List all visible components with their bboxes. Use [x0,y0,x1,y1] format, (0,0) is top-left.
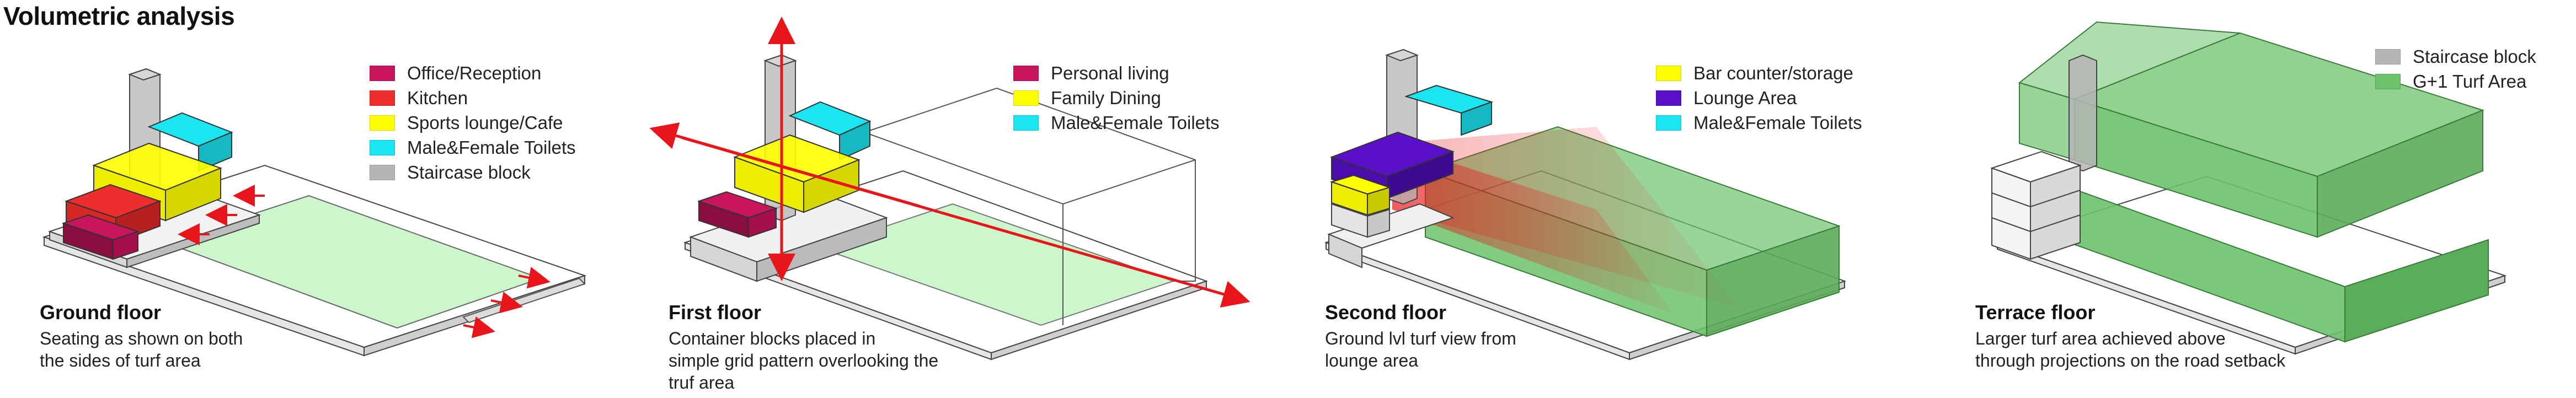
caption-title: Ground floor [40,301,243,324]
caption-line: Ground lvl turf view from [1325,327,1516,349]
caption-line: Container blocks placed in [669,327,938,349]
caption-title: First floor [669,301,938,324]
legend-swatch [1656,66,1681,81]
legend-swatch [370,165,395,180]
legend-item: Male&Female Toilets [370,135,576,160]
legend-swatch [1013,115,1039,131]
legend-label: Sports lounge/Cafe [407,112,563,133]
legend-swatch [1013,90,1039,106]
legend-label: Personal living [1051,63,1169,84]
caption-title: Second floor [1325,301,1516,324]
legend-item: Bar counter/storage [1656,61,1862,85]
caption-title: Terrace floor [1975,301,2285,324]
caption-line: through projections on the road setback [1975,349,2285,372]
legend-swatch [1656,115,1681,131]
legend-item: Lounge Area [1656,85,1862,110]
legend-swatch [1013,66,1039,81]
legend-swatch [370,115,395,131]
legend-item: Staircase block [2375,44,2536,69]
legend-label: Male&Female Toilets [1051,112,1220,133]
caption: Second floor Ground lvl turf view from l… [1325,301,1516,372]
caption-line: Larger turf area achieved above [1975,327,2285,349]
legend-swatch [370,90,395,106]
legend-swatch [2375,74,2401,89]
legend: Staircase block G+1 Turf Area [2375,44,2536,94]
legend-label: Male&Female Toilets [407,137,576,158]
caption-line: simple grid pattern overlooking the [669,349,938,372]
caption: Ground floor Seating as shown on both th… [40,301,243,372]
legend-item: Male&Female Toilets [1013,110,1220,135]
legend-item: Sports lounge/Cafe [370,110,576,135]
legend-swatch [1656,90,1681,106]
caption-line: Seating as shown on both [40,327,243,349]
legend: Personal living Family Dining Male&Femal… [1013,61,1220,135]
legend: Bar counter/storage Lounge Area Male&Fem… [1656,61,1862,135]
legend: Office/Reception Kitchen Sports lounge/C… [370,61,576,185]
staircase-block [2069,55,2097,171]
legend-item: Male&Female Toilets [1656,110,1862,135]
legend-label: G+1 Turf Area [2413,71,2526,92]
legend-label: Office/Reception [407,63,541,84]
legend-item: G+1 Turf Area [2375,69,2536,94]
panel-ground-floor: Office/Reception Kitchen Sports lounge/C… [0,0,644,398]
legend-item: Personal living [1013,61,1220,85]
container-stack [1992,168,2030,259]
caption: First floor Container blocks placed in s… [669,301,938,394]
legend-item: Kitchen [370,85,576,110]
panel-second-floor: Bar counter/storage Lounge Area Male&Fem… [1287,0,1931,398]
legend-item: Office/Reception [370,61,576,85]
caption-line: the sides of turf area [40,349,243,372]
legend-label: Staircase block [2413,46,2536,67]
caption-line: truf area [669,372,938,394]
legend-label: Staircase block [407,162,531,183]
panel-first-floor: Personal living Family Dining Male&Femal… [644,0,1287,398]
legend-label: Bar counter/storage [1693,63,1853,84]
legend-swatch [370,140,395,155]
seating-arrow [463,325,491,331]
legend-item: Staircase block [370,160,576,185]
legend-label: Kitchen [407,88,468,109]
caption-line: lounge area [1325,349,1516,372]
container-stack [2030,165,2080,259]
panel-terrace-floor: Staircase block G+1 Turf Area Terrace fl… [1931,0,2575,398]
legend-label: Lounge Area [1693,88,1797,109]
legend-swatch [2375,49,2401,64]
legend-item: Family Dining [1013,85,1220,110]
legend-label: Family Dining [1051,88,1161,109]
legend-swatch [370,66,395,81]
legend-label: Male&Female Toilets [1693,112,1862,133]
caption: Terrace floor Larger turf area achieved … [1975,301,2285,372]
